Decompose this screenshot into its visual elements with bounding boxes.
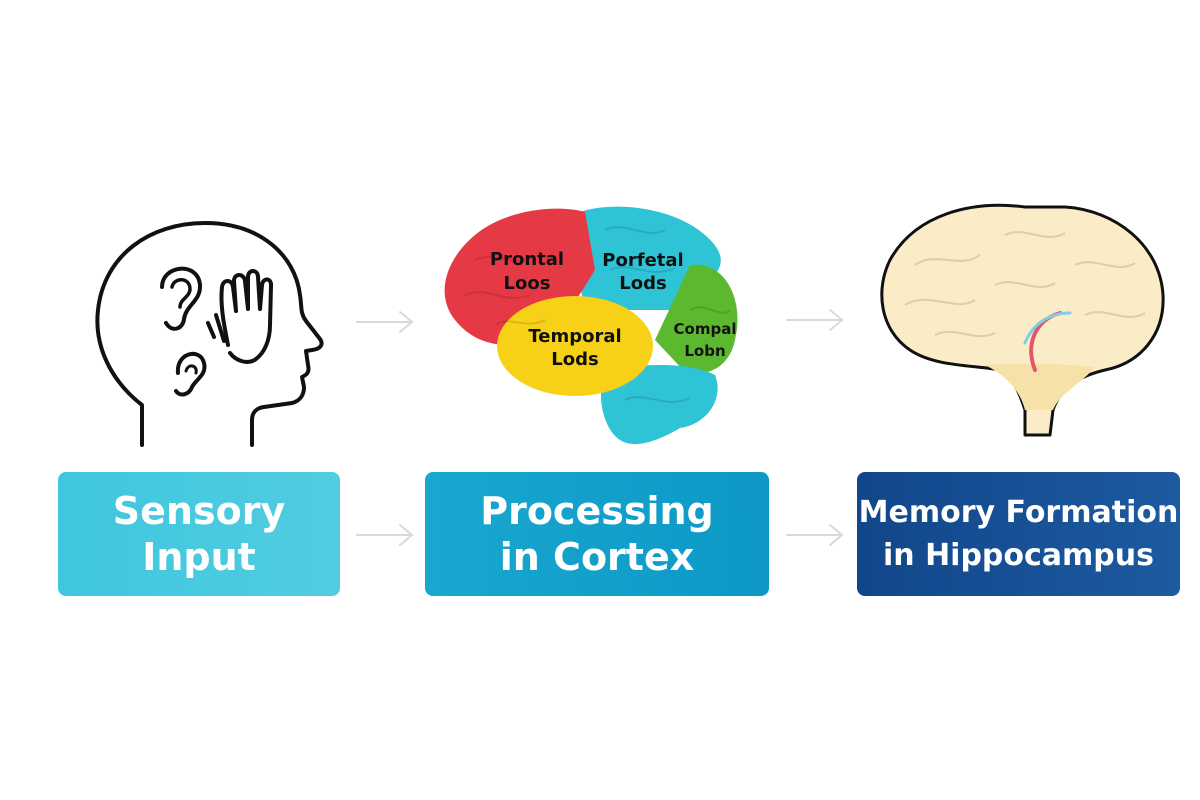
memory-formation-line-2: in Hippocampus xyxy=(882,538,1154,573)
frontal-lobe-label-1: Prontal xyxy=(490,249,564,270)
cortex-processing-line-2: in Cortex xyxy=(499,535,695,579)
occipital-lobe-label-2: Lobn xyxy=(684,342,725,360)
arrow-right-icon xyxy=(786,524,844,546)
sensory-input-line-1: Sensory xyxy=(112,488,286,533)
cortex-processing-box: Processing in Cortex xyxy=(425,472,769,596)
brain-lobes-icon: Prontal Loos Porfetal Lods Temporal Lods… xyxy=(444,206,738,445)
memory-formation-box: Memory Formation in Hippocampus xyxy=(857,472,1180,596)
brain-hippocampus-icon xyxy=(880,203,1165,437)
parietal-lobe-label-1: Porfetal xyxy=(602,250,683,271)
frontal-lobe-label-2: Loos xyxy=(504,273,551,294)
head-listening-icon xyxy=(95,221,324,447)
sensory-input-line-2: Input xyxy=(142,535,256,579)
arrow-right-icon xyxy=(786,309,844,331)
arrow-right-icon xyxy=(356,524,414,546)
occipital-lobe-label-1: Compal xyxy=(674,320,737,338)
cortex-processing-line-1: Processing xyxy=(480,488,714,533)
arrow-right-icon xyxy=(356,311,414,333)
parietal-lobe-label-2: Lods xyxy=(619,273,666,294)
temporal-lobe-label-2: Lods xyxy=(551,349,598,370)
sensory-input-box: Sensory Input xyxy=(58,472,340,596)
memory-formation-line-1: Memory Formation xyxy=(858,494,1179,530)
temporal-lobe-label-1: Temporal xyxy=(528,326,621,347)
